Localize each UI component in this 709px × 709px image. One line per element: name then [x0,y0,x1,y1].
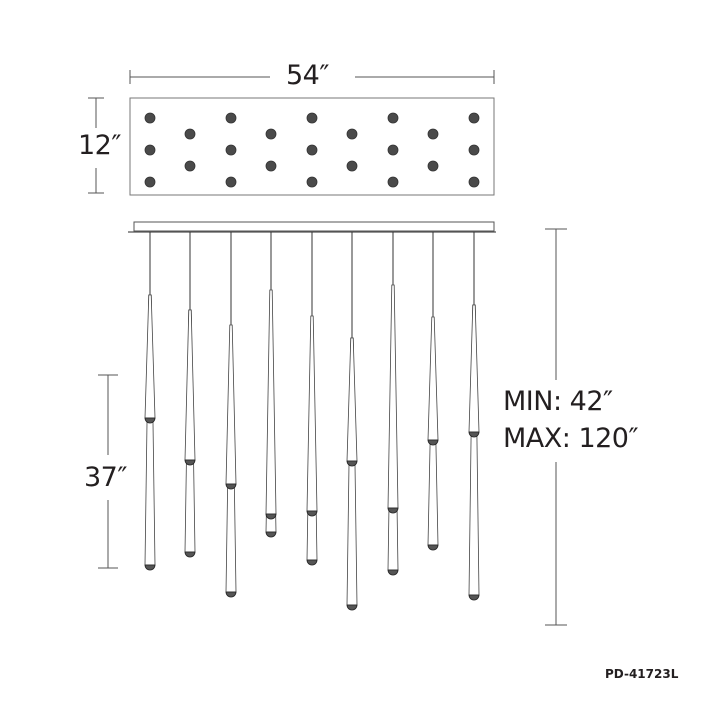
pendant-glass [225,324,237,490]
pendant-cap [144,417,156,424]
pendant-cap [468,594,480,601]
socket-dot [225,112,237,124]
canopy-socket-dots [144,112,480,188]
pendant-group [184,232,196,558]
socket-dot [265,160,277,172]
socket-dot [346,128,358,140]
pendant-cap [225,483,237,490]
socket-dot [184,160,196,172]
socket-dot [184,128,196,140]
min-height-label: MIN: 42″ [503,386,613,417]
width-label: 54″ [286,60,329,91]
socket-dot [306,176,318,188]
pendant-cap [468,431,480,438]
socket-dot [427,160,439,172]
pendant-group [387,232,399,576]
pendant-glass [387,284,399,514]
pendant-glass [427,316,439,446]
pendant-cap [427,544,439,551]
socket-dot [427,128,439,140]
pendant-cap [184,459,196,466]
model-number: PD-41723L [605,667,679,681]
width-dimension-line [129,70,495,84]
pendant-group [346,232,358,611]
pendant-cap [265,513,277,520]
pendant-cap [346,604,358,611]
pendant-group [427,232,439,551]
pendant-cap [225,591,237,598]
pendant-cap [265,531,277,538]
socket-dot [144,144,156,156]
pendant-group [306,232,318,566]
socket-dot [306,144,318,156]
pendant-glass [306,315,318,517]
pendant-cap [306,510,318,517]
depth-dimension-line [88,97,104,194]
socket-dot [144,112,156,124]
fixture-height-label: 37″ [84,462,127,493]
pendant-glass [144,294,156,424]
socket-dot [225,144,237,156]
max-height-label: MAX: 120″ [503,423,639,454]
pendant-glass [346,337,358,467]
pendant-glass [184,309,196,466]
socket-dot [265,128,277,140]
socket-dot [468,144,480,156]
pendant-cap [427,439,439,446]
pendant-glass [265,289,277,520]
canopy-side-view [128,221,496,233]
pendant-cap [387,507,399,514]
socket-dot [387,176,399,188]
socket-dot [468,176,480,188]
pendant-cap [306,559,318,566]
pendant-glass [468,304,480,438]
pendant-cap [184,551,196,558]
socket-dot [387,112,399,124]
socket-dot [144,176,156,188]
socket-dot [387,144,399,156]
socket-dot [346,160,358,172]
pendant-cap [387,569,399,576]
pendant-cap [144,564,156,571]
fixture-height-dimension-line [98,374,118,569]
socket-dot [306,112,318,124]
overall-height-dimension-line [545,228,567,626]
depth-label: 12″ [78,130,121,161]
pendant-group [144,232,156,571]
socket-dot [225,176,237,188]
pendants [144,232,480,611]
pendant-group [265,232,277,538]
pendant-cap [346,460,358,467]
pendant-group [225,232,237,598]
pendant-group [468,232,480,601]
socket-dot [468,112,480,124]
